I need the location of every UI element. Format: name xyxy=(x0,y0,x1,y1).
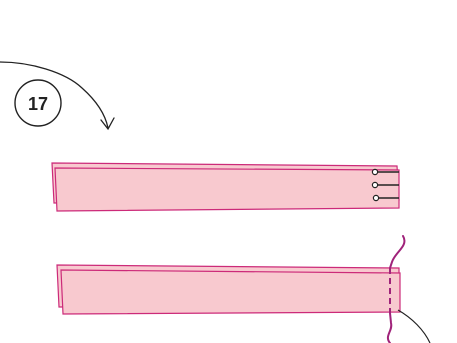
leader-line xyxy=(397,309,431,343)
curved-arrow-icon xyxy=(0,61,115,131)
step-indicator: 17 xyxy=(14,79,62,127)
step-number: 17 xyxy=(28,94,48,114)
strip-front-layer-2 xyxy=(60,269,401,315)
pin-icon xyxy=(371,168,399,202)
cut-line-tail xyxy=(386,312,393,343)
stitched-folded-strip xyxy=(56,235,431,343)
step-circle xyxy=(14,79,62,127)
strip-front-layer xyxy=(54,167,400,212)
cut-line-icon xyxy=(389,235,406,269)
pinned-folded-strip xyxy=(51,162,400,212)
